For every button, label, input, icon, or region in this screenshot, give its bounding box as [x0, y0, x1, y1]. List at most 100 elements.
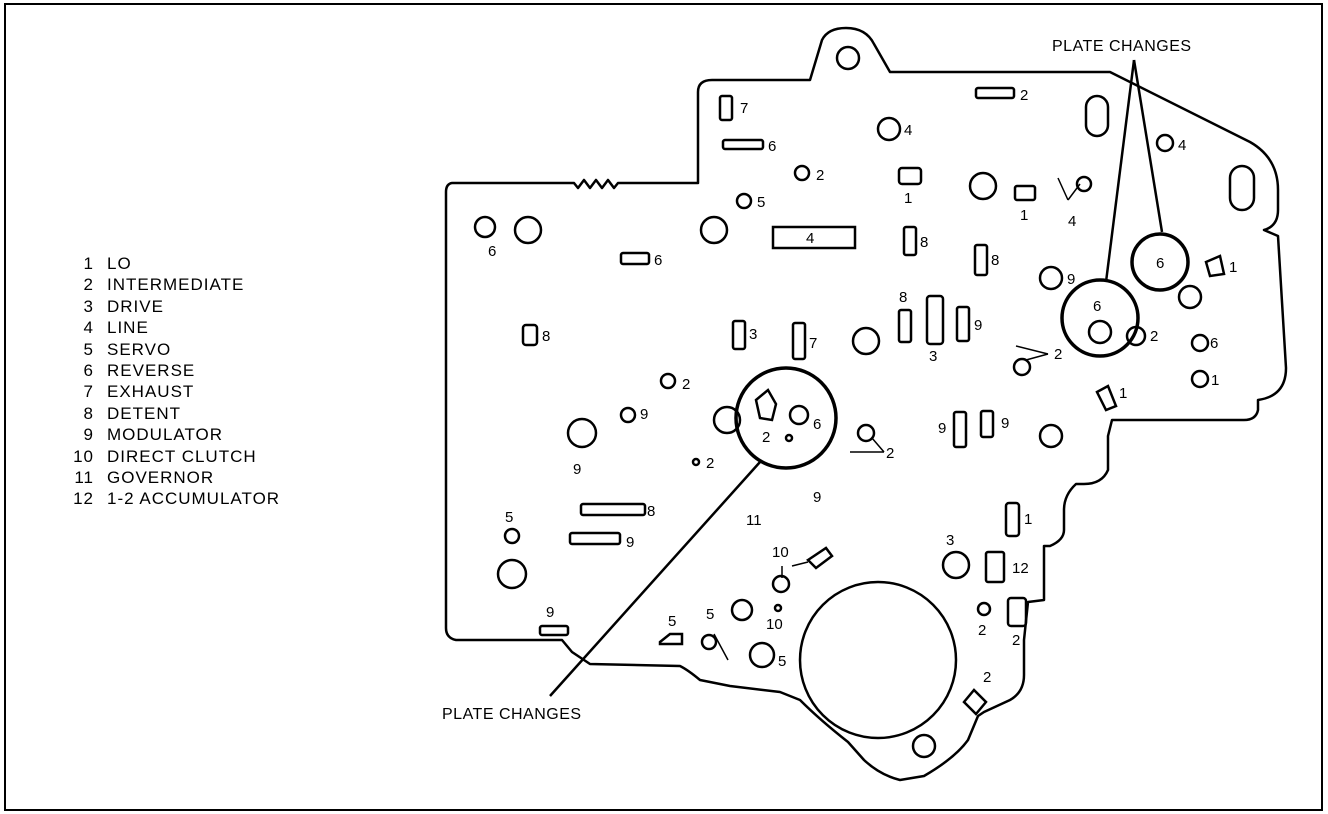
port-label: 5: [668, 613, 676, 630]
port-label: 7: [809, 335, 817, 352]
port-label: 2: [1012, 632, 1020, 649]
port-labels: 7 6 2 4 2 1 5 1 4 4 6 4 8 6 8 9 6 6 1 8 …: [488, 87, 1237, 686]
port-hole: [712, 405, 742, 435]
port-label: 1: [1229, 259, 1237, 276]
port-slot: [1095, 384, 1118, 412]
port-label: 9: [546, 604, 554, 621]
port-slot: [952, 410, 968, 449]
port-hole: [1190, 369, 1210, 389]
port-label: 8: [647, 503, 655, 520]
port-slot: [721, 138, 765, 151]
port-slot: [979, 409, 995, 439]
port-label: 1: [1211, 372, 1219, 389]
port-hole: [856, 423, 876, 443]
leader-tick: [871, 437, 885, 453]
port-label: 2: [1020, 87, 1028, 104]
plate-change-highlight-circle: [734, 366, 838, 470]
port-slot: [974, 86, 1016, 100]
port-slot: [579, 502, 647, 517]
legend-label: 1-2 ACCUMULATOR: [107, 489, 281, 509]
leader-tick: [791, 561, 809, 567]
port-slot: [897, 308, 913, 344]
port-hole: [941, 550, 971, 580]
port-label: 4: [904, 122, 912, 139]
port-hole: [503, 527, 521, 545]
port-hole: [1125, 325, 1147, 347]
leader-tick: [1015, 345, 1049, 355]
port-hole: [748, 641, 776, 669]
port-label: 9: [813, 489, 821, 506]
leader-tick: [1067, 183, 1081, 201]
port-hole: [730, 598, 754, 622]
port-hole: [1038, 423, 1064, 449]
large-bore-circle: [798, 580, 958, 740]
oval-slot: [1084, 94, 1110, 138]
port-slot: [568, 531, 622, 546]
port-hole: [876, 116, 902, 142]
oval-slot: [1228, 164, 1256, 212]
legend-label: DETENT: [107, 403, 181, 423]
port-slot: [1004, 501, 1021, 538]
port-label: 2: [983, 669, 991, 686]
port-slot: [619, 251, 651, 266]
port-label: 9: [1067, 271, 1075, 288]
port-slot: [973, 243, 989, 277]
callout-label: PLATE CHANGES: [1052, 38, 1192, 55]
port-label: 2: [762, 429, 770, 446]
port-hole: [1155, 133, 1175, 153]
port-slot: [897, 166, 923, 186]
port-hole: [1038, 265, 1064, 291]
legend-label: GOVERNOR: [107, 467, 215, 487]
port-hole: [968, 171, 998, 201]
leader-tick: [1025, 353, 1049, 361]
legend-number: 3: [83, 296, 94, 316]
port-label: 9: [573, 461, 581, 478]
port-label: 6: [488, 243, 496, 260]
legend-label: DIRECT CLUTCH: [107, 446, 257, 466]
callout-leader: [549, 461, 761, 697]
legend-number: 12: [73, 489, 94, 509]
port-hole: [659, 372, 677, 390]
port-slot: [962, 688, 988, 716]
port-label: 3: [749, 326, 757, 343]
legend-number: 10: [73, 446, 94, 466]
legend-label: MODULATOR: [107, 425, 224, 445]
port-hole: [513, 215, 543, 245]
port-hole: [699, 215, 729, 245]
port-slot: [754, 388, 778, 422]
port-hole: [735, 192, 753, 210]
port-hole: [788, 404, 810, 426]
port-label: 2: [1150, 328, 1158, 345]
port-hole: [1177, 284, 1203, 310]
legend-label: INTERMEDIATE: [107, 275, 245, 295]
port-hole: [976, 601, 992, 617]
port-label: 2: [1054, 346, 1062, 363]
legend-number: 9: [83, 425, 94, 445]
port-hole: [1190, 333, 1210, 353]
port-label: 10: [772, 544, 789, 561]
port-hole: [691, 457, 701, 467]
mounting-hole-bottom: [911, 733, 937, 759]
port-label: 2: [682, 376, 690, 393]
port-slot: [925, 294, 945, 346]
border: [4, 3, 1323, 811]
port-label: 8: [991, 252, 999, 269]
port-slot: [1013, 184, 1037, 202]
port-label: 8: [920, 234, 928, 251]
leader-tick: [713, 633, 729, 661]
plate-change-highlight-circle: [1060, 278, 1140, 358]
port-label: 6: [813, 416, 821, 433]
port-label: 5: [778, 653, 786, 670]
port-slot: [1006, 596, 1028, 628]
port-label: 11: [746, 512, 762, 529]
port-hole: [1087, 319, 1113, 345]
port-label: 4: [1178, 137, 1186, 154]
port-slot: [791, 321, 807, 361]
legend-number: 1: [83, 254, 94, 273]
